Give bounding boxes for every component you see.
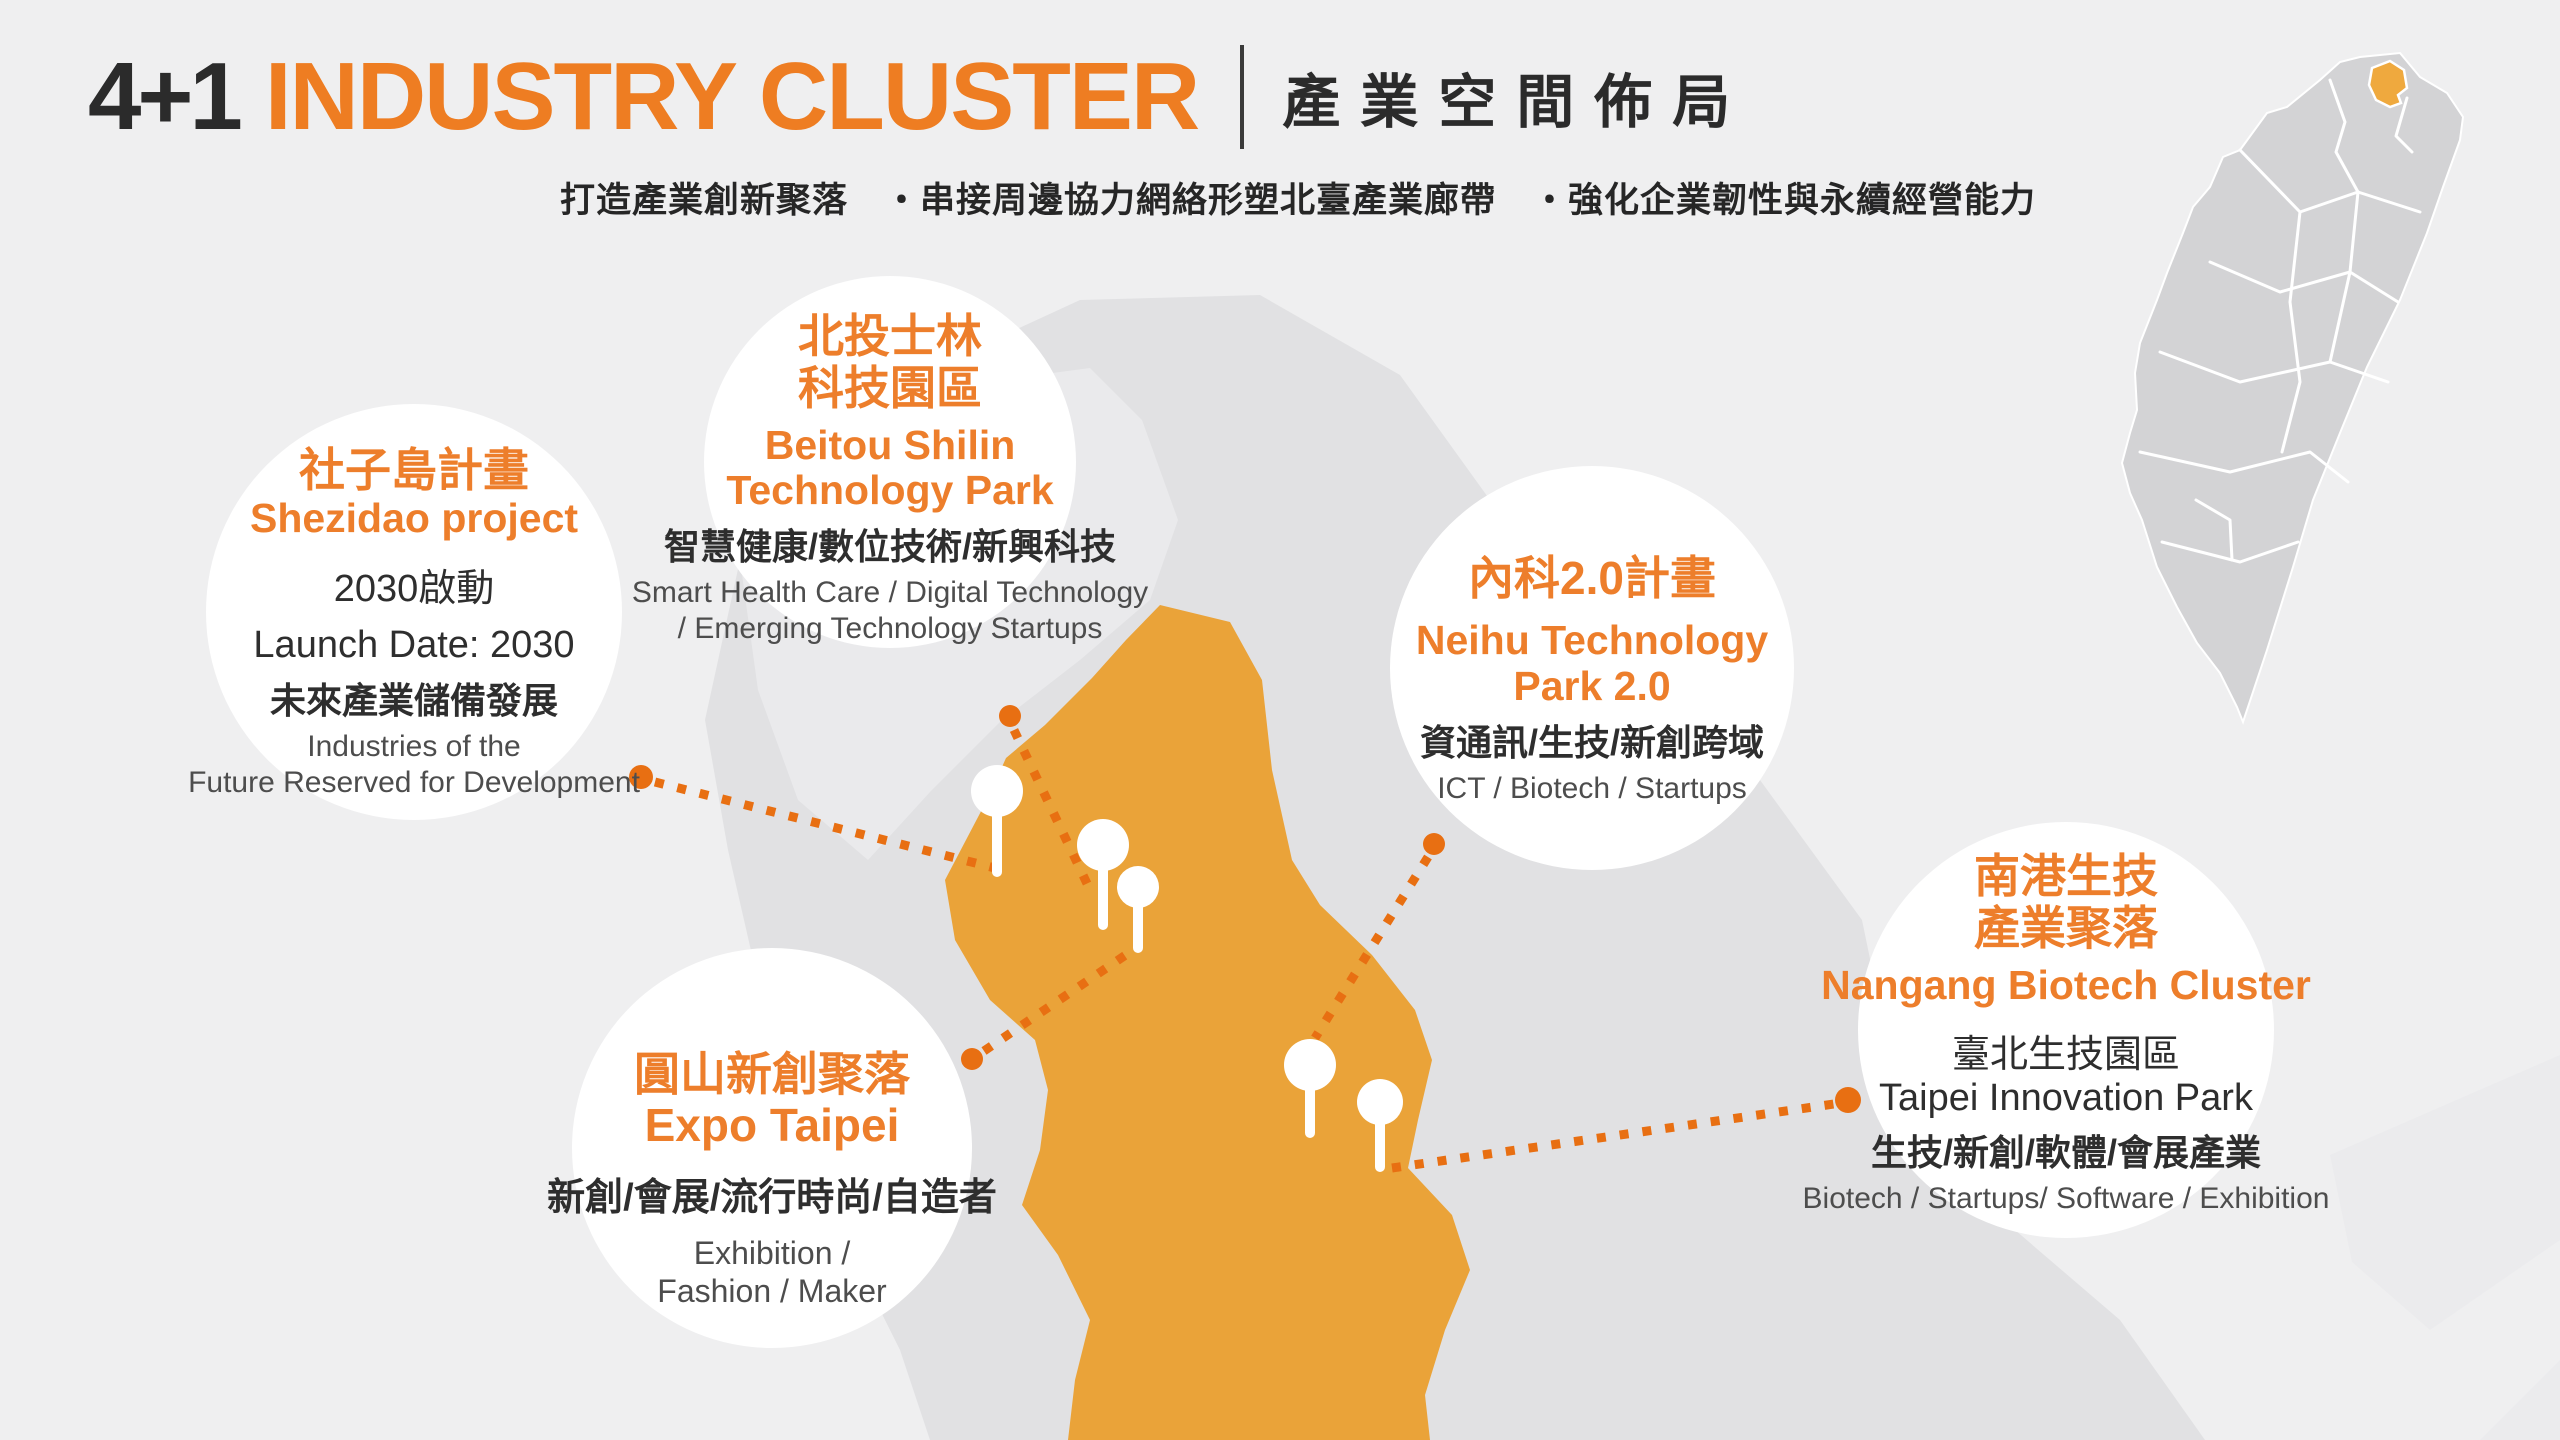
shezidao-industries-zh: 未來產業儲備發展 xyxy=(269,679,558,721)
taiwan-inset-map xyxy=(2120,51,2465,725)
nangang-connector-line xyxy=(1391,1099,1835,1173)
title-english: INDUSTRY CLUSTER xyxy=(264,43,1200,150)
nangang-park-zh: 臺北生技園區 xyxy=(1951,1033,2180,1076)
neihu-title-en-1: Neihu Technology xyxy=(1415,617,1769,664)
beitou-title-en-1: Beitou Shilin xyxy=(764,421,1016,468)
neihu-industries-zh: 資通訊/生技/新創跨域 xyxy=(1419,721,1764,763)
beitou-circle xyxy=(704,276,1076,648)
nangang-title-zh-2: 產業聚落 xyxy=(1974,902,2158,955)
expo-industries-en-2: Fashion / Maker xyxy=(657,1272,887,1309)
callout-neihu: 內科2.0計畫 Neihu Technology Park 2.0 資通訊/生技… xyxy=(1416,552,1768,807)
map-pin-icon xyxy=(1284,1039,1336,1138)
callout-expo: 圓山新創聚落 Expo Taipei 新創/會展/流行時尚/自造者 Exhibi… xyxy=(547,1048,997,1310)
shezidao-industries-en-1: Industries of the xyxy=(307,729,521,763)
shezidao-title-en: Shezidao project xyxy=(249,495,579,542)
taiwan-county-borders xyxy=(2138,78,2422,564)
title-number: 4+1 xyxy=(88,43,243,150)
map-pin-icon xyxy=(971,765,1023,877)
map-pins xyxy=(971,765,1403,1172)
taipei-highlight-region xyxy=(2367,59,2409,109)
shezidao-title-zh: 社子島計畫 xyxy=(299,444,529,496)
beitou-title-zh-1: 北投士林 xyxy=(797,310,982,362)
title-separator xyxy=(1240,45,1245,149)
shezidao-dot xyxy=(629,765,653,789)
beitou-title-zh-2: 科技園區 xyxy=(797,362,982,415)
background-notch-shape xyxy=(2330,1055,2560,1330)
nangang-circle xyxy=(1858,822,2274,1238)
map-pin-icon xyxy=(1117,866,1159,953)
expo-dot xyxy=(961,1048,983,1070)
nangang-industries-zh: 生技/新創/軟體/會展產業 xyxy=(1870,1132,2261,1174)
neihu-title-en-2: Park 2.0 xyxy=(1513,662,1671,709)
callout-shezidao: 社子島計畫 Shezidao project 2030啟動 Launch Dat… xyxy=(188,444,640,801)
expo-circle xyxy=(572,948,972,1348)
page-subtitle: 打造產業創新聚落 ・串接周邊協力網絡形塑北臺產業廊帶 ・強化企業韌性與永續經營能… xyxy=(560,181,2037,220)
neihu-dot xyxy=(1423,833,1445,855)
background-corner-shape xyxy=(2480,1360,2560,1440)
title-chinese: 產業空間佈局 xyxy=(1282,70,1751,135)
shezidao-industries-en-2: Future Reserved for Development xyxy=(188,765,640,799)
taipei-city-shape xyxy=(945,605,1470,1440)
beitou-connector-line xyxy=(1009,728,1097,896)
connector-dots xyxy=(629,705,1861,1113)
beitou-title-en-2: Technology Park xyxy=(726,466,1054,513)
map-pin-icon xyxy=(1077,819,1129,930)
nangang-industries-en: Biotech / Startups/ Software / Exhibitio… xyxy=(1802,1182,2330,1216)
nangang-park-en: Taipei Innovation Park xyxy=(1879,1076,2253,1119)
map-pin-icon xyxy=(1357,1079,1403,1172)
neihu-title-zh: 內科2.0計畫 xyxy=(1468,552,1716,604)
beitou-industries-zh: 智慧健康/數位技術/新興科技 xyxy=(663,526,1117,568)
expo-title-zh: 圓山新創聚落 xyxy=(634,1048,910,1100)
callout-nangang: 南港生技 產業聚落 Nangang Biotech Cluster 臺北生技園區… xyxy=(1803,850,2330,1217)
beitou-dot xyxy=(999,705,1021,727)
neihu-industries-en: ICT / Biotech / Startups xyxy=(1437,771,1747,805)
expo-title-en: Expo Taipei xyxy=(644,1099,900,1152)
beitou-industries-en-1: Smart Health Care / Digital Technology xyxy=(631,576,1149,610)
nangang-title-zh-1: 南港生技 xyxy=(1974,850,2158,902)
connector-lines xyxy=(653,728,1835,1173)
shezidao-launch-zh: 2030啟動 xyxy=(333,567,495,610)
expo-industries-en-1: Exhibition / xyxy=(693,1234,851,1271)
beitou-industries-en-2: / Emerging Technology Startups xyxy=(677,612,1103,646)
callout-beitou: 北投士林 科技園區 Beitou Shilin Technology Park … xyxy=(632,310,1148,647)
expo-connector-line xyxy=(981,946,1136,1055)
page-header: 4+1 INDUSTRY CLUSTER 產業空間佈局 xyxy=(88,42,1750,152)
shezidao-circle xyxy=(206,404,622,820)
nangang-dot xyxy=(1835,1087,1861,1113)
expo-industries-zh: 新創/會展/流行時尚/自造者 xyxy=(547,1177,997,1220)
shezidao-launch-en: Launch Date: 2030 xyxy=(253,624,575,667)
nangang-title-en: Nangang Biotech Cluster xyxy=(1821,961,2311,1008)
neihu-circle xyxy=(1390,466,1794,870)
